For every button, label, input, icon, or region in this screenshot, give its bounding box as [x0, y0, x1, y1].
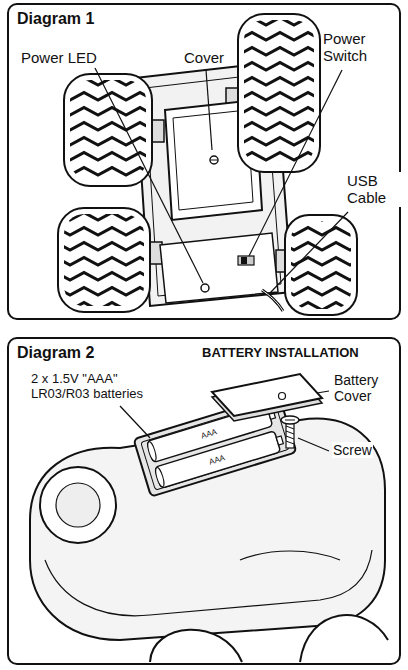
tire-tread	[291, 221, 351, 309]
screw-slot	[211, 160, 217, 161]
power-switch	[238, 256, 254, 265]
part-label: USB Cable	[346, 172, 404, 207]
battery-housing	[30, 374, 388, 662]
panel-title: Diagram 1	[17, 10, 94, 28]
part-label: Cover	[183, 49, 225, 66]
wheel-arch	[300, 615, 388, 662]
part-label: Power LED	[20, 49, 98, 66]
leader-line	[206, 70, 212, 150]
tire	[238, 14, 320, 172]
battery-marking: AAA	[200, 427, 218, 440]
text-holder: Battery Cover	[333, 372, 399, 404]
leader-line	[120, 406, 150, 438]
battery-end	[146, 441, 158, 462]
battery-cover	[212, 374, 322, 416]
text-holder: 2 x 1.5V "AAA" LR03/R03 batteries	[30, 372, 168, 402]
text-holder: Cover	[183, 49, 225, 66]
text-holder: Power Switch	[322, 30, 388, 65]
battery	[155, 431, 281, 489]
text-holder: Screw	[332, 442, 373, 458]
part-label: 2 x 1.5V "AAA" LR03/R03 batteries	[30, 372, 168, 402]
panel-heading: BATTERY INSTALLATION	[202, 346, 359, 361]
text-holder: Diagram 1	[17, 10, 94, 28]
battery-marking: AAA	[208, 453, 226, 466]
leader-line	[249, 70, 342, 256]
text-holder: USB Cable	[346, 172, 404, 207]
leader-line	[298, 438, 329, 451]
vehicle-underside	[58, 14, 357, 315]
screw-thread	[286, 426, 294, 444]
switch-knob	[241, 257, 247, 264]
leader-line	[95, 68, 203, 283]
tire-tread	[64, 214, 144, 306]
text-holder: AAA	[200, 427, 218, 440]
usb-cable	[262, 290, 283, 311]
screw-slot	[285, 420, 295, 421]
leader-line	[270, 212, 348, 293]
part-label: Power Switch	[322, 30, 388, 65]
power-led	[201, 284, 209, 292]
switch-plate	[160, 233, 278, 303]
battery-terminal	[276, 436, 283, 445]
cover-screw	[210, 156, 218, 164]
usb-cable-highlight	[262, 290, 283, 311]
housing-shell	[30, 419, 385, 640]
housing-contour	[240, 551, 340, 560]
housing-bump	[40, 467, 116, 543]
tire-outline	[238, 14, 320, 172]
housing-contour	[45, 550, 372, 616]
part-label: Battery Cover	[333, 372, 399, 404]
tire-outline	[285, 215, 357, 315]
leader-line	[317, 391, 329, 393]
tire	[58, 208, 150, 312]
part-label: Screw	[332, 442, 373, 458]
screw-hole	[279, 393, 286, 400]
screw-head	[281, 416, 299, 424]
text-holder: AAA	[208, 453, 226, 466]
wheel-arch	[150, 630, 242, 662]
panel-title: Diagram 2	[17, 344, 94, 362]
text-holder: Diagram 2	[17, 344, 94, 362]
tire-tread	[244, 20, 314, 166]
battery-end	[154, 467, 166, 488]
housing-bump-inner	[56, 483, 100, 527]
tire	[285, 215, 357, 315]
tire-outline	[64, 74, 152, 186]
tire-outline	[58, 208, 150, 312]
tire	[64, 74, 152, 186]
text-holder: BATTERY INSTALLATION	[202, 346, 359, 361]
text-holder: Power LED	[20, 49, 98, 66]
